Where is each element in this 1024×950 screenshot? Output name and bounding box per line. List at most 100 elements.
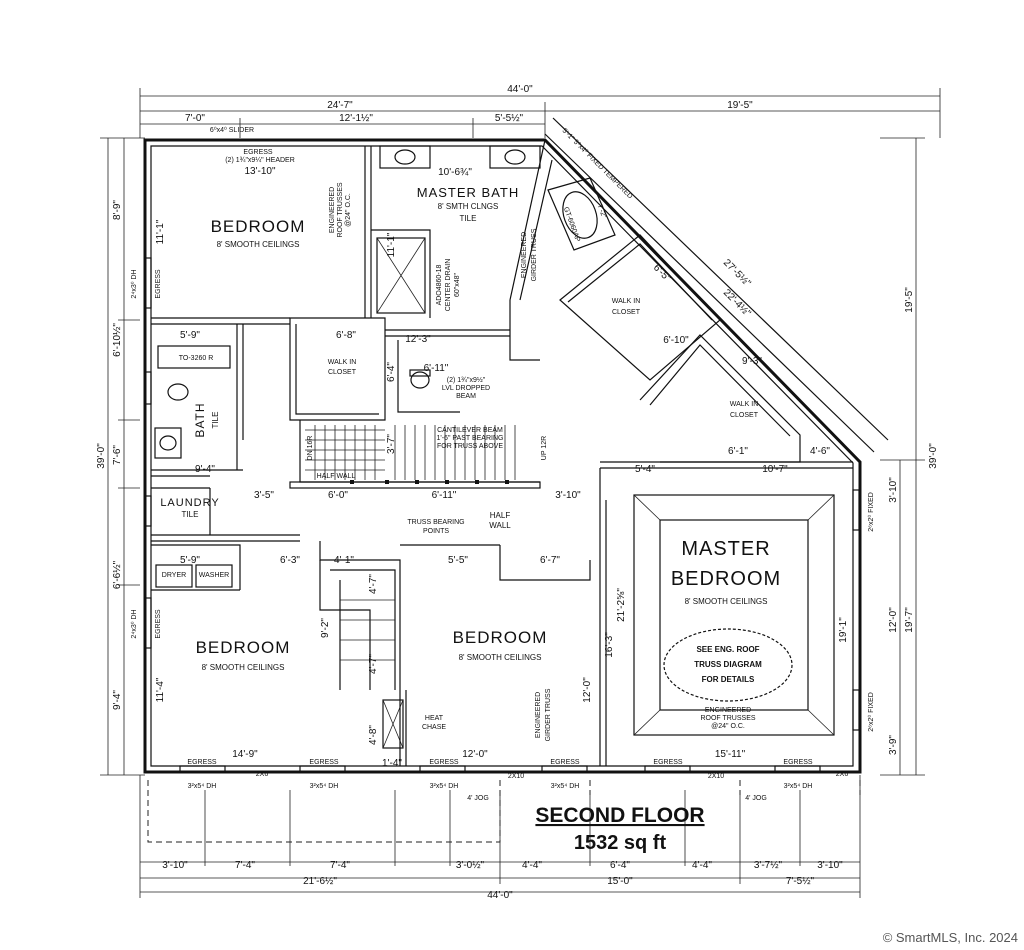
dim-bottom-seg7: 4'-4" [692,860,712,871]
cantilever-note-2: 1'-6" PAST BEARING [437,435,504,442]
bedroom-sw-label: BEDROOM [196,638,291,657]
dryer-label: DRYER [162,572,186,579]
dim-21-2: 21'-2⅝" [616,588,627,622]
walkin-center-label-2: CLOSET [328,369,357,376]
master-bath-label: MASTER BATH [417,185,520,200]
laundry-label: LAUNDRY [160,497,219,509]
dim-bottom-seg8: 3'-7½" [754,860,783,871]
dim-bottom-sub-mid: 15'-0" [607,876,633,887]
dim-left-seg2: 6'-10½" [112,323,123,357]
bottom-dimensions: 3'-10" 7'-4" 7'-4" 3'-0½" 4'-4" 6'-4" 4'… [139,775,861,901]
walkin-ne2-label-2: CLOSET [730,412,759,419]
dim-4-6: 4'-6" [810,446,830,457]
bedroom-sw-ceiling: 8' SMOOTH CEILINGS [202,663,285,672]
egress-s1: EGRESS [187,759,217,766]
dim-11-1: 11'-1" [386,232,397,257]
dim-3-7: 3'-7" [386,434,397,454]
cantilever-note-1: CANTILEVER BEAM [437,427,503,434]
dim-top-right-total: 19'-5" [727,100,753,111]
dim-6-11b: 6'-11" [424,363,449,374]
dim-left-seg4: 6'-6½" [112,560,123,589]
bedroom-nw-ceiling: 8' SMOOTH CEILINGS [217,240,300,249]
dim-5-4: 5'-4" [635,464,655,475]
egress-w2: EGRESS [155,609,162,639]
see-eng-note-1: SEE ENG. ROOF [696,645,759,654]
dh-s4: 3²x5⁴ DH [551,783,580,790]
fixtures [154,145,616,588]
washer-label: WASHER [199,572,229,579]
bedroom-nw-label: BEDROOM [211,217,306,236]
dim-bottom-seg2: 7'-4" [235,860,255,871]
stairs [305,425,516,690]
dim-4-7a: 4'-7" [368,574,379,594]
dim-16-3: 16'-3" [604,632,615,658]
dim-top-overall: 44'-0" [507,84,533,95]
window-w1-note: 2⁴x3⁰ DH [130,269,138,298]
dim-5-9b: 5'-9" [180,555,200,566]
shower-note-2: CENTER DRAIN [445,259,452,312]
bedroom-s-dim: 12'-0" [462,749,488,760]
room-labels: BEDROOM 8' SMOOTH CEILINGS 13'-10" 11'-1… [155,166,849,760]
girder-note-1: ENGINEERED [521,232,528,278]
dim-6-4: 6'-4" [386,362,397,382]
dim-6-0: 6'-0" [328,490,348,501]
dim-left-seg5: 9'-4" [112,690,123,710]
walkin-center-label: WALK IN [328,359,357,366]
jog-note-1: 4' JOG [467,795,489,802]
lower-floor-outline [147,780,861,843]
dim-left-seg3: 7'-6" [112,445,123,465]
title-line-1: SECOND FLOOR [535,804,704,827]
master-bedroom-dim: 15'-11" [715,749,746,760]
dim-5-9a: 5'-9" [180,330,200,341]
dim-bottom-seg5: 4'-4" [522,860,542,871]
egress-s3: EGRESS [429,759,459,766]
dim-1-4: 1'-4" [382,758,402,769]
eng-truss-note-2: ROOF TRUSSES [337,182,344,237]
master-bedroom-label-2: BEDROOM [671,568,781,590]
dim-right-lower: 19'-7" [904,607,915,633]
eng-truss-note-3: @24" O.C. [345,193,352,227]
fixed-e1-note: 2⁶x2⁰ FIXED [867,492,875,532]
twox10-s1: 2X10 [508,773,524,780]
dim-12-3: 12'-3" [405,334,431,345]
master-bath-ceiling: 8' SMTH CLNGS [438,202,499,211]
bedroom-sw-dim: 14'-9" [232,749,258,760]
dh-s1: 3²x5⁴ DH [188,783,217,790]
dim-9-4: 9'-4" [195,464,215,475]
half-wall-note-1: HALF [490,511,511,520]
girder-s-note-1: ENGINEERED [535,692,542,738]
bedroom-s-label: BEDROOM [453,628,548,647]
dim-right-seg1: 3'-10" [888,477,899,503]
dim-3-5: 3'-5" [254,490,274,501]
tub-note: GT-6060AP [562,206,581,243]
egress-w1: EGRESS [155,269,162,299]
dim-left-overall: 39'-0" [96,443,107,469]
bedroom-s-depth: 12'-0" [582,677,593,703]
shower-note-3: 60"x48" [454,272,461,297]
dim-top-seg-c: 5'-5½" [495,113,524,124]
eng-truss-mb-note-2: ROOF TRUSSES [700,715,755,722]
master-bath-dim: 10'-6¾" [438,167,472,178]
egress-s2: EGRESS [309,759,339,766]
dim-4-8: 4'-8" [368,725,379,745]
bedroom-nw-dim: 13'-10" [244,166,275,177]
bedroom-nw-depth: 11'-1" [155,219,166,244]
dim-right-upper: 19'-5" [904,287,915,313]
dim-right-seg2: 12'-0" [888,607,899,633]
jog-note-2: 4' JOG [745,795,767,802]
dim-bottom-sub-left: 21'-6½" [303,876,337,887]
right-dimensions: 39'-0" 19'-5" 19'-7" 3'-10" 12'-0" 3'-9" [880,137,939,776]
master-bedroom-label-1: MASTER [681,538,770,560]
laundry-tile: TILE [182,510,199,519]
bedroom-sw-depth: 11'-4" [155,677,166,702]
dropped-beam-note-1: (2) 1¾"x9½" [447,376,486,384]
truss-bearing-note-2: POINTS [423,528,449,535]
dim-top-left-total: 24'-7" [327,100,353,111]
dim-5-5: 5'-5" [448,555,468,566]
title-line-2: 1532 sq ft [574,832,667,854]
eng-truss-note-1: ENGINEERED [329,187,336,233]
dim-6-7: 6'-7" [540,555,560,566]
heat-chase-label-1: HEAT [425,715,444,722]
dim-top-seg-a: 7'-0" [185,113,205,124]
